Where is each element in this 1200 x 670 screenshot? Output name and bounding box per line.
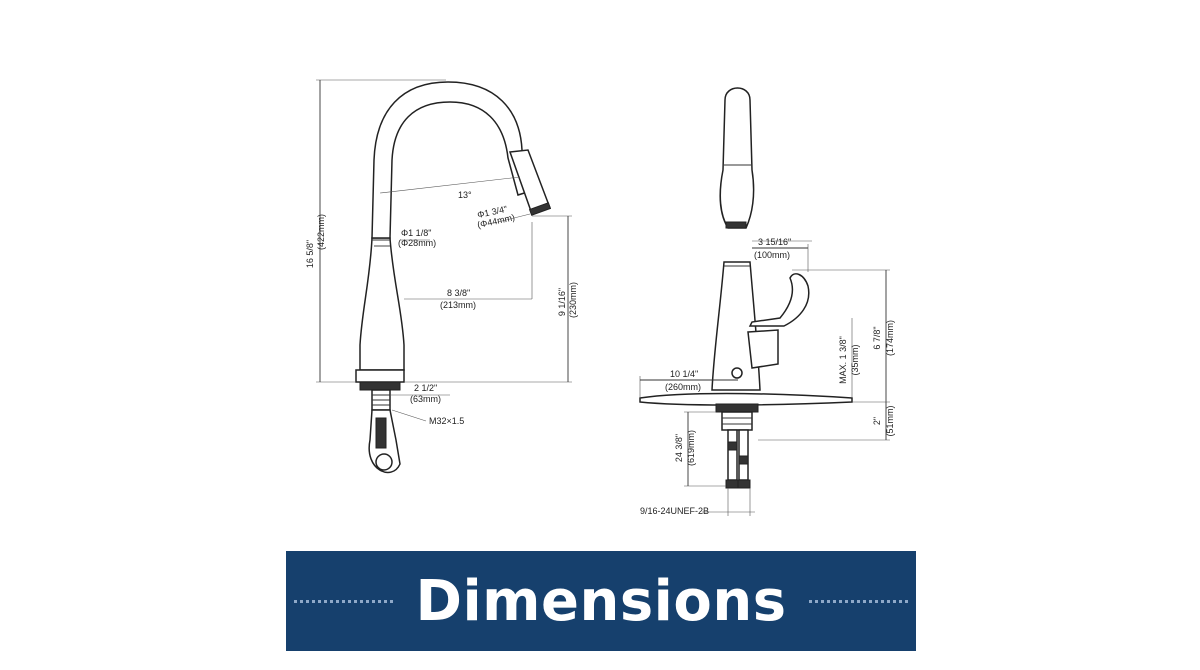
plate-width-label: 10 1/4" [670,369,698,379]
overall-height-label: 16 5/8" [305,240,315,268]
spout-diameter-label: Φ1 1/8" [401,228,431,238]
front-view-faucet [355,81,552,474]
handle-clearance-mm-label: (100mm) [754,250,790,260]
side-view-dimensions [639,240,890,516]
banner-dots-right [808,599,909,603]
reach-mm-label: (213mm) [440,300,476,310]
shank-length-mm-label: (51mm) [885,405,895,436]
dimensions-banner: Dimensions [286,551,916,651]
spout-height-mm-label: (230mm) [568,282,578,318]
deck-thickness-label: MAX. 1 3/8" [838,336,848,384]
banner-dots-left [294,599,394,603]
hose-length-mm-label: (619mm) [686,430,696,466]
base-diameter-mm-label: (63mm) [410,394,441,404]
spout-diameter-mm-label: (Φ28mm) [398,238,436,248]
front-view-labels: 16 5/8" (422mm) 13° Φ1 1/8" (Φ28mm) Φ1 3… [305,190,578,426]
base-diameter-label: 2 1/2" [414,383,437,393]
spray-angle-label: 13° [458,190,472,200]
spout-height-label: 9 1/16" [557,288,567,316]
front-view-dimensions [316,79,572,422]
banner-title: Dimensions [415,568,787,634]
reach-label: 8 3/8" [447,288,470,298]
dimension-drawing: 16 5/8" (422mm) 13° Φ1 1/8" (Φ28mm) Φ1 3… [305,79,895,516]
overall-height-mm-label: (422mm) [316,214,326,250]
shank-length-label: 2" [872,417,882,425]
plate-width-mm-label: (260mm) [665,382,701,392]
deck-thickness-mm-label: (35mm) [850,344,860,375]
side-view-labels: 3 15/16" (100mm) 6 7/8" (174mm) 10 1/4" … [640,237,895,516]
thread-label: M32×1.5 [429,416,464,426]
hose-length-label: 24 3/8" [674,434,684,462]
handle-height-label: 6 7/8" [872,326,882,349]
handle-height-mm-label: (174mm) [885,320,895,356]
side-view-faucet [639,87,853,489]
handle-clearance-label: 3 15/16" [758,237,791,247]
connector-label: 9/16-24UNEF-2B [640,506,709,516]
